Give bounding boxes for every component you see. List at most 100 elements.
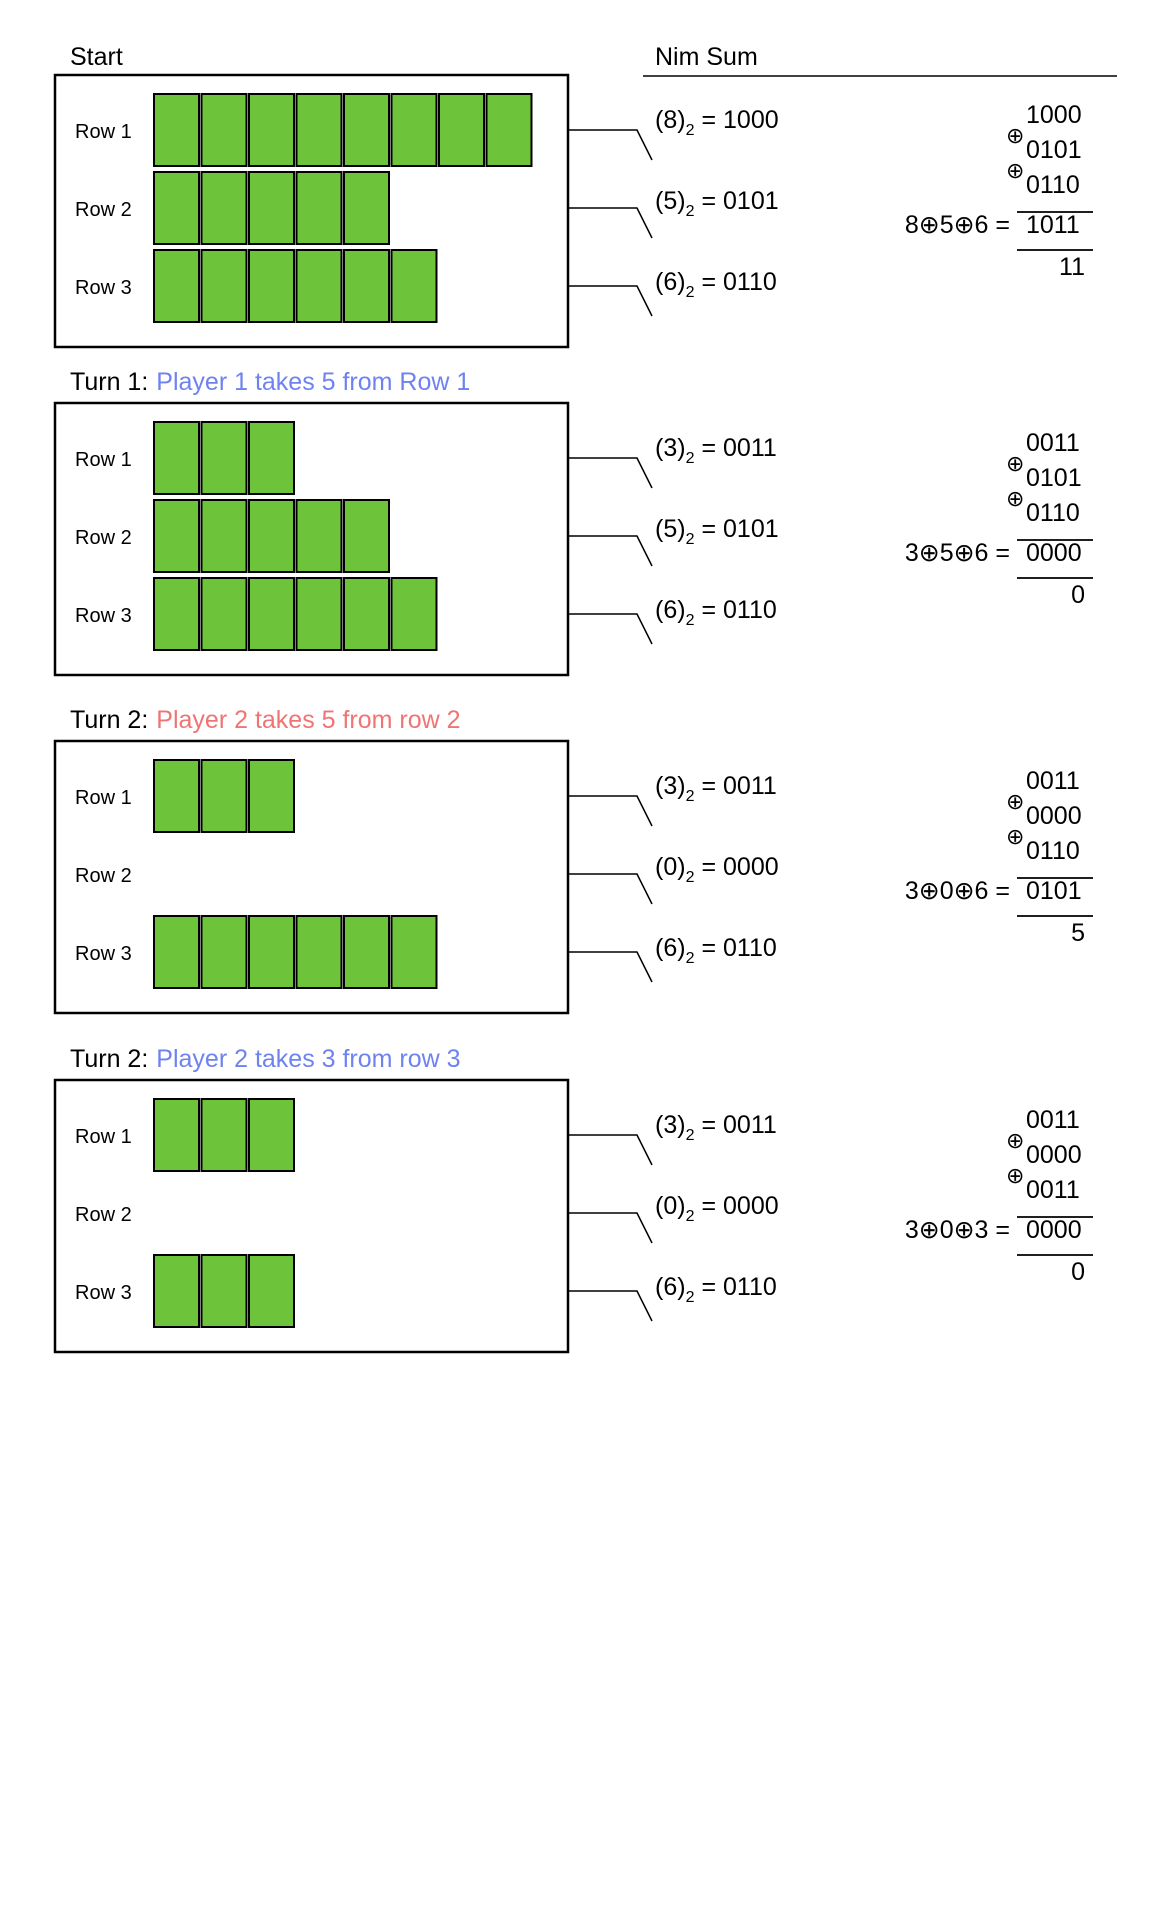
leader-line (568, 613, 653, 645)
counter[interactable] (248, 249, 295, 323)
counter[interactable] (200, 93, 248, 167)
xor-operand: 0101 (1026, 464, 1082, 492)
row-label: Row 2 (75, 865, 132, 887)
counter[interactable] (390, 577, 438, 651)
xor-operand: 0011 (1026, 429, 1080, 457)
binary-value: = 1000 (701, 106, 778, 134)
xor-operand: 0110 (1026, 499, 1080, 527)
decimal-value: (6) (655, 268, 686, 296)
counter[interactable] (248, 1098, 295, 1172)
counter[interactable] (153, 1254, 200, 1328)
counter[interactable] (200, 577, 248, 651)
base-subscript: 2 (686, 1208, 695, 1225)
decimal-value: (0) (655, 853, 686, 881)
counter[interactable] (200, 171, 248, 245)
binary-value: = 0011 (701, 434, 776, 462)
binary-conversion: (6)2= 0110 (655, 268, 777, 301)
counter[interactable] (200, 249, 248, 323)
counter[interactable] (343, 499, 390, 573)
counter[interactable] (248, 171, 295, 245)
xor-symbol: ⊕ (1006, 824, 1024, 849)
counter[interactable] (248, 915, 295, 989)
counter[interactable] (438, 93, 485, 167)
counter[interactable] (343, 577, 390, 651)
binary-value: = 0011 (701, 1111, 776, 1139)
counter[interactable] (390, 93, 438, 167)
leader-line (568, 951, 653, 983)
xor-decimal: 0 (1071, 581, 1085, 609)
counter[interactable] (153, 1098, 200, 1172)
counter[interactable] (390, 249, 438, 323)
counter[interactable] (200, 499, 248, 573)
counter[interactable] (153, 759, 200, 833)
base-subscript: 2 (686, 1289, 695, 1306)
counter[interactable] (153, 421, 200, 495)
row-label: Row 1 (75, 1126, 132, 1148)
xor-operand: 0011 (1026, 767, 1080, 795)
game-board-frame (53, 73, 570, 349)
binary-conversion: (8)2= 1000 (655, 106, 779, 139)
panel-title: Turn 1: Player 1 takes 5 from Row 1 (70, 368, 470, 396)
turn-description: Player 2 takes 3 from row 3 (156, 1045, 460, 1073)
row-label: Row 3 (75, 943, 132, 965)
counter[interactable] (390, 915, 438, 989)
binary-value: = 0000 (701, 853, 778, 881)
binary-conversion: (0)2 = 0000 (655, 853, 779, 886)
counter[interactable] (200, 915, 248, 989)
counter[interactable] (295, 171, 343, 245)
leader-line (568, 129, 653, 161)
decimal-value: (3) (655, 434, 686, 462)
leader-line (568, 1290, 653, 1322)
counter[interactable] (153, 499, 200, 573)
counter[interactable] (295, 93, 343, 167)
counter[interactable] (295, 499, 343, 573)
base-subscript: 2 (686, 1127, 695, 1144)
counter[interactable] (248, 93, 295, 167)
leader-line (568, 207, 653, 239)
counter[interactable] (200, 421, 248, 495)
counter[interactable] (248, 1254, 295, 1328)
counter[interactable] (343, 93, 390, 167)
nim-sum-heading: Nim Sum (655, 43, 758, 71)
counter[interactable] (248, 577, 295, 651)
counter[interactable] (343, 171, 390, 245)
counter[interactable] (248, 421, 295, 495)
decimal-value: (5) (655, 515, 686, 543)
counter[interactable] (485, 93, 533, 167)
counter[interactable] (248, 759, 295, 833)
counter[interactable] (343, 249, 390, 323)
xor-decimal: 0 (1071, 1258, 1085, 1286)
turn-label: Turn 1: (70, 368, 148, 396)
counter[interactable] (248, 499, 295, 573)
binary-value: = 0110 (701, 1273, 776, 1301)
row-label: Row 1 (75, 787, 132, 809)
leader-line (568, 1134, 653, 1166)
binary-conversion: (5)2= 0101 (655, 515, 779, 548)
counter[interactable] (153, 915, 200, 989)
base-subscript: 2 (686, 531, 695, 548)
turn-description: Player 1 takes 5 from Row 1 (156, 368, 470, 396)
counter[interactable] (343, 915, 390, 989)
xor-symbol: ⊕ (1006, 1163, 1024, 1188)
xor-operand: 0000 (1026, 1141, 1082, 1169)
base-subscript: 2 (686, 869, 695, 886)
counter[interactable] (295, 249, 343, 323)
xor-operand: 0011 (1026, 1106, 1080, 1134)
binary-value: = 0110 (701, 596, 776, 624)
counter[interactable] (200, 759, 248, 833)
base-subscript: 2 (686, 284, 695, 301)
counter[interactable] (200, 1098, 248, 1172)
counter[interactable] (200, 1254, 248, 1328)
counter[interactable] (153, 577, 200, 651)
row-label: Row 2 (75, 199, 132, 221)
row-label: Row 3 (75, 277, 132, 299)
counter[interactable] (153, 171, 200, 245)
counter[interactable] (295, 915, 343, 989)
counter[interactable] (295, 577, 343, 651)
counter[interactable] (153, 249, 200, 323)
xor-decimal: 5 (1071, 919, 1085, 947)
counter[interactable] (153, 93, 200, 167)
